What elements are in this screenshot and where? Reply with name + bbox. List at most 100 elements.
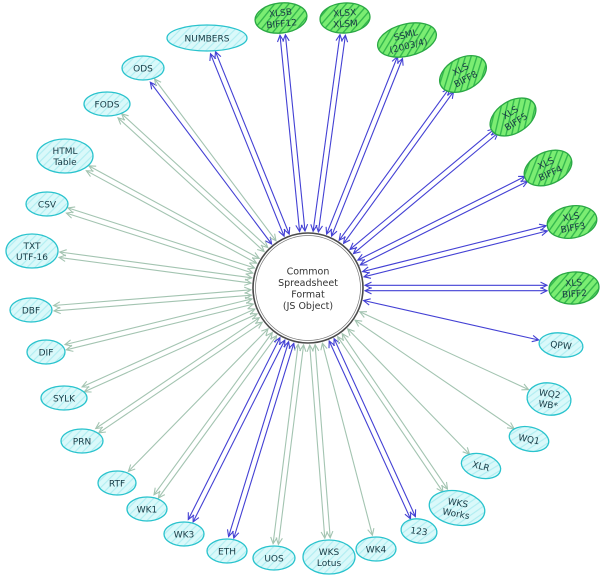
node-xls-biff8: XLSBIFF8	[439, 54, 487, 94]
arrowhead-icon	[506, 422, 516, 430]
edge-eth	[232, 342, 296, 540]
edge-wk3	[192, 338, 286, 524]
arrowhead-icon	[352, 246, 361, 255]
edge-123	[328, 339, 412, 520]
node-prn: PRN	[60, 428, 104, 454]
arrowhead-icon	[310, 224, 318, 233]
edge-123	[333, 337, 417, 518]
edge-wk3	[187, 336, 281, 521]
node-xls-biff5: XLSBIFF5	[489, 97, 537, 137]
node-shape	[439, 54, 487, 94]
edge-wq2-wb	[358, 311, 530, 391]
node-shape	[36, 138, 94, 174]
arrowhead-icon	[362, 298, 371, 306]
edge-wks-works	[341, 332, 449, 491]
edge-sylk	[83, 313, 259, 393]
arrowhead-icon	[52, 306, 61, 315]
edge-eth	[226, 340, 291, 538]
node-shape	[526, 382, 572, 416]
edge-xls-biff4	[359, 180, 529, 266]
edge-xls-biff3	[362, 228, 549, 279]
node-label: DIF	[39, 348, 54, 358]
node-xls-biff2: XLSBIFF2	[548, 271, 600, 305]
node-label: WK4	[366, 545, 387, 555]
edge-prn	[94, 317, 261, 430]
edge-ssml	[330, 57, 404, 238]
node-numbers: NUMBERS	[166, 24, 248, 52]
node-label: 123	[410, 526, 428, 538]
edge-xlsb-biff12	[282, 33, 309, 233]
arrowhead-icon	[63, 339, 73, 347]
arrowhead-icon	[409, 509, 417, 518]
node-label: FODS	[95, 100, 120, 110]
node-wks-works: WKSWorks	[428, 489, 486, 527]
node-xlsx-xlsm: XLSXXLSM	[319, 2, 371, 34]
node-qpw: QPW	[538, 332, 584, 358]
arrowhead-icon	[396, 57, 404, 66]
edge-numbers	[209, 52, 286, 238]
node-label: WQ1	[517, 433, 540, 447]
arrowhead-icon	[349, 242, 358, 251]
node-label: WKSWorks	[441, 497, 472, 523]
node-xls-biff4: XLSBIFF4	[523, 149, 573, 187]
arrowhead-icon	[245, 267, 255, 275]
arrowhead-icon	[264, 236, 273, 246]
node-shape	[428, 489, 486, 527]
node-wq1: WQ1	[508, 425, 550, 453]
node-shape	[163, 521, 205, 547]
arrowhead-icon	[362, 271, 372, 279]
arrowhead-icon	[538, 223, 548, 231]
node-label: ODS	[133, 64, 153, 74]
arrowhead-icon	[306, 343, 314, 352]
node-shape	[9, 297, 53, 323]
arrowhead-icon	[278, 228, 286, 238]
node-label: RTF	[109, 479, 125, 489]
edge-ods	[149, 81, 273, 246]
center-circle-inner	[255, 235, 361, 341]
arrowhead-icon	[540, 228, 549, 237]
center-circle	[252, 232, 364, 344]
edge-ssml	[325, 55, 399, 236]
node-shape	[121, 55, 165, 81]
edge-qpw	[362, 298, 540, 343]
arrowhead-icon	[330, 228, 338, 238]
arrowhead-icon	[440, 481, 449, 491]
edge-wks-lotus	[306, 343, 329, 540]
node-label: CSV	[38, 200, 57, 210]
node-label: WQ2WB*	[537, 388, 561, 412]
arrowhead-icon	[269, 233, 277, 242]
arrowhead-icon	[244, 296, 254, 305]
arrowhead-icon	[232, 530, 240, 540]
arrowhead-icon	[326, 530, 334, 540]
node-label: XLSBIFF3	[558, 211, 586, 236]
node-shape	[26, 339, 66, 365]
edge-fods	[117, 116, 266, 253]
arrowhead-icon	[531, 334, 540, 343]
edge-xlsx-xlsm	[310, 33, 343, 233]
node-shape	[206, 538, 248, 564]
arrowhead-icon	[342, 236, 351, 245]
arrowhead-icon	[521, 383, 530, 391]
edge-xls-biff5	[349, 128, 496, 251]
node-shape	[25, 191, 69, 217]
arrowhead-icon	[52, 301, 61, 309]
edge-uos	[270, 342, 302, 545]
arrowhead-icon	[66, 206, 76, 214]
arrowhead-icon	[265, 331, 274, 340]
arrowhead-icon	[363, 281, 372, 289]
edge-sylk	[80, 308, 257, 388]
arrowhead-icon	[346, 328, 355, 336]
node-label: WK1	[137, 505, 158, 515]
edge-prn	[97, 321, 264, 434]
edge-html-table	[87, 165, 261, 259]
node-label: PRN	[73, 437, 91, 447]
arrowhead-icon	[540, 281, 549, 289]
arrowhead-icon	[295, 224, 303, 233]
arrowhead-icon	[276, 33, 285, 43]
node-label: ETH	[218, 547, 236, 557]
node-ssml: SSML(2003/4)	[376, 22, 438, 58]
arrowhead-icon	[153, 487, 161, 496]
